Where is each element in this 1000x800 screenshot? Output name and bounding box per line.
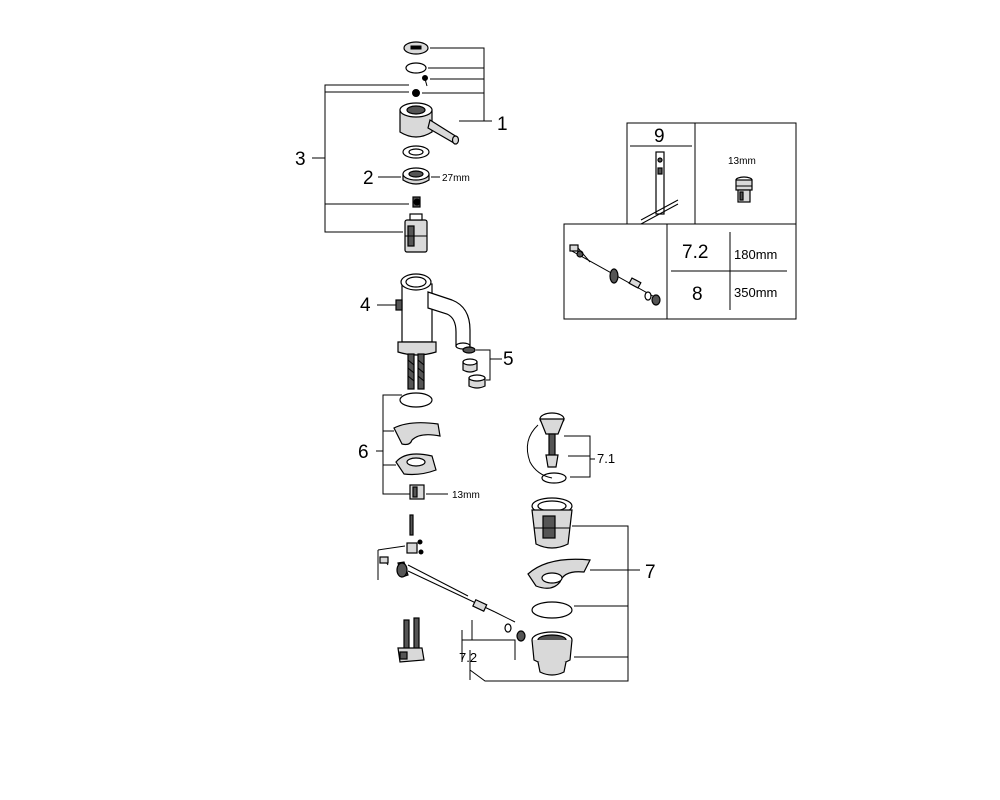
- callout-7: 7: [645, 562, 656, 583]
- handle-assembly: [312, 41, 492, 253]
- drain-assembly: [469, 412, 640, 682]
- cartridge-part: [404, 213, 428, 253]
- drain-body-part: [531, 497, 573, 549]
- cartridge-nut-part: [402, 167, 430, 185]
- connector-part: [397, 617, 425, 663]
- aerator-parts: [462, 346, 502, 389]
- ball-part: [412, 89, 420, 97]
- screw-part: [422, 75, 428, 87]
- callout-6: 6: [358, 442, 369, 463]
- o-ring-part: [405, 62, 427, 74]
- tool-number: 9: [654, 126, 665, 147]
- stem-part: [412, 196, 421, 208]
- shank-nut-size: 13mm: [452, 490, 480, 501]
- callout-2: 2: [363, 168, 374, 189]
- drain-nut-part: [531, 631, 573, 676]
- callout-4: 4: [360, 295, 371, 316]
- callout-1: 1: [497, 114, 508, 135]
- rod-row-2-label: 8: [692, 284, 703, 305]
- callout-5: 5: [503, 349, 514, 370]
- popup-linkage: [377, 514, 526, 680]
- rod-row-1-label: 7.2: [682, 242, 708, 263]
- callout-7-2: 7.2: [459, 650, 477, 665]
- rod-row-2-length: 350mm: [734, 285, 777, 300]
- inset-tool-box: [626, 122, 797, 225]
- callout-3: 3: [295, 149, 306, 170]
- nut-size-label: 27mm: [442, 173, 470, 184]
- rod-row-1-length: 180mm: [734, 247, 777, 262]
- inset-rod-table: [563, 223, 797, 320]
- mounting-kit: [376, 392, 448, 500]
- faucet-body: [395, 273, 471, 390]
- callout-7-1: 7.1: [597, 451, 615, 466]
- tool-size-label: 13mm: [728, 156, 756, 167]
- lever-handle-part: [399, 102, 460, 145]
- fitting-part: [735, 176, 753, 203]
